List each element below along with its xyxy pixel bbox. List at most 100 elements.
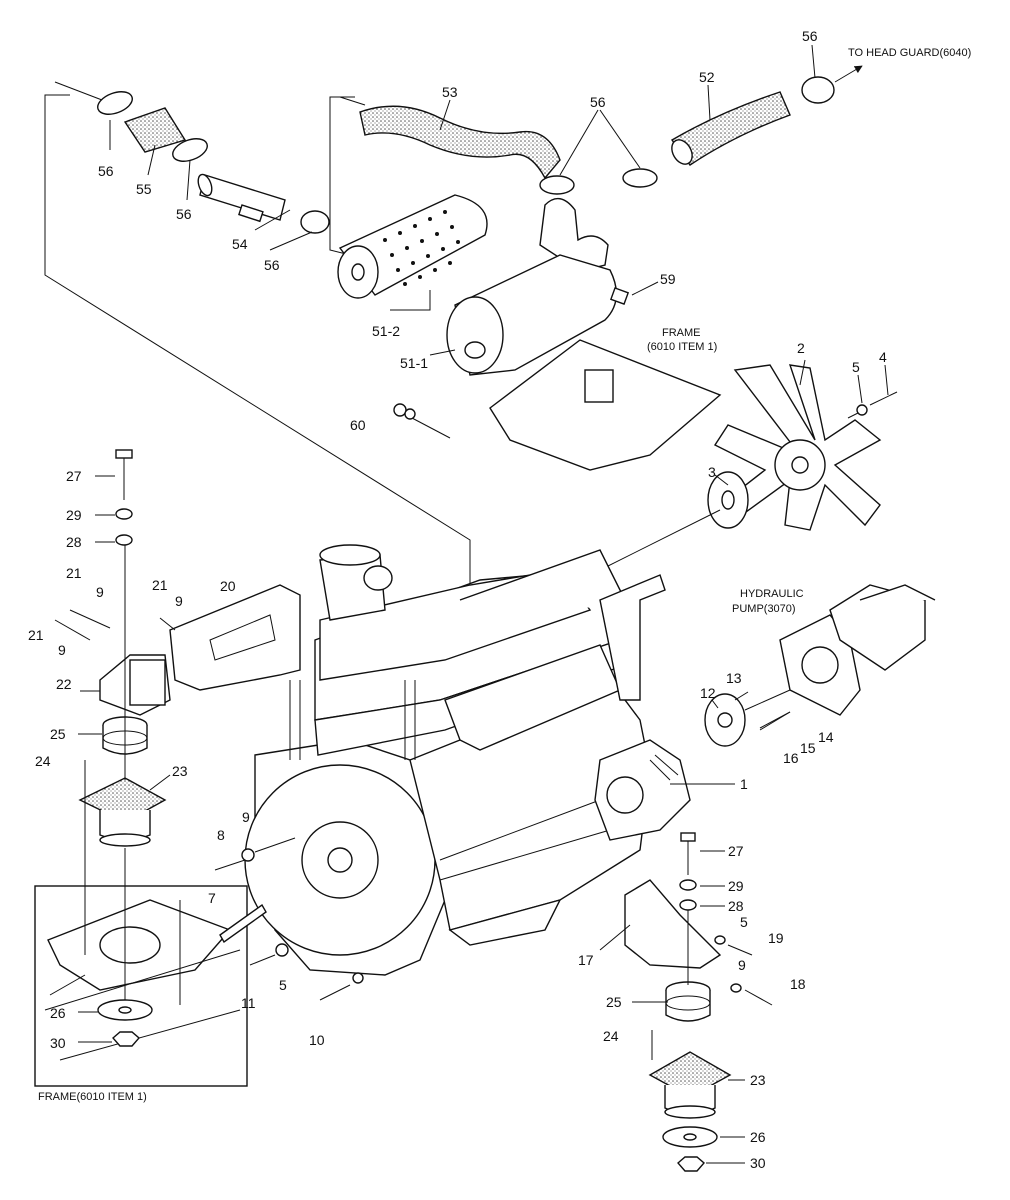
- clamp-56: [622, 168, 658, 188]
- callout-2: 2: [797, 340, 805, 356]
- callout-52: 52: [699, 69, 715, 85]
- callout-26: 26: [50, 1005, 66, 1021]
- callout-5: 5: [740, 914, 748, 930]
- callout-9: 9: [738, 957, 746, 973]
- callout-59: 59: [660, 271, 676, 287]
- frame-top: [489, 339, 722, 471]
- hose-52: [670, 91, 791, 166]
- callout-leaders: [78, 44, 889, 1164]
- callout-9: 9: [242, 809, 250, 825]
- pin-13: [734, 691, 749, 701]
- note-hydraulic-ref: PUMP(3070): [732, 603, 796, 615]
- callout-22: 22: [56, 676, 72, 692]
- callout-27: 27: [66, 468, 82, 484]
- leader-line: [329, 96, 355, 256]
- fan-group: [589, 364, 898, 576]
- frame-inset: [34, 790, 248, 1087]
- callout-30: 30: [50, 1035, 66, 1051]
- callout-5: 5: [279, 977, 287, 993]
- callout-20: 20: [220, 578, 236, 594]
- clamp-56: [801, 76, 835, 104]
- callout-9: 9: [96, 584, 104, 600]
- intake-elbow: [539, 197, 609, 271]
- clamp-56: [172, 138, 208, 162]
- callout-labels: 56 55 56 54 56 53 56 52 56 59 51-2 51-1 …: [28, 28, 887, 1171]
- callout-18: 18: [790, 976, 806, 992]
- callout-25: 25: [606, 994, 622, 1010]
- note-hydraulic: HYDRAULIC: [740, 588, 804, 600]
- callout-1: 1: [740, 776, 748, 792]
- washer-5: [275, 943, 289, 957]
- note-frame-inset: FRAME(6010 ITEM 1): [38, 1091, 147, 1103]
- clamp-56: [539, 175, 575, 195]
- note-frame-top-ref: (6010 ITEM 1): [647, 341, 717, 353]
- bolt-14: [759, 711, 791, 729]
- callout-28: 28: [66, 534, 82, 550]
- callout-51-2: 51-2: [372, 323, 400, 339]
- left-mount-group: [54, 449, 301, 847]
- callout-23: 23: [172, 763, 188, 779]
- pipe-54: [197, 173, 330, 234]
- callout-23: 23: [750, 1072, 766, 1088]
- hose-55: [97, 91, 208, 162]
- callout-56: 56: [264, 257, 280, 273]
- exhaust-cover: [444, 644, 621, 751]
- callout-24: 24: [603, 1028, 619, 1044]
- clamp-56: [97, 91, 133, 115]
- callout-14: 14: [818, 729, 834, 745]
- callout-21: 21: [152, 577, 168, 593]
- frame-bracket: [584, 369, 614, 403]
- callout-17: 17: [578, 952, 594, 968]
- callout-9: 9: [175, 593, 183, 609]
- washer-5: [856, 404, 868, 416]
- leader-line: [589, 509, 721, 576]
- bracket-17: [624, 879, 722, 969]
- callout-51-1: 51-1: [400, 355, 428, 371]
- note-frame-top: FRAME: [662, 327, 701, 339]
- right-mount-group: [624, 832, 773, 1172]
- callout-21: 21: [66, 565, 82, 581]
- callout-24: 24: [35, 753, 51, 769]
- callout-7: 7: [208, 890, 216, 906]
- bolt-4: [869, 391, 898, 406]
- note-head-guard: TO HEAD GUARD(6040): [848, 47, 971, 59]
- washer-9: [241, 848, 255, 862]
- indicator-59: [609, 287, 630, 305]
- front-fasteners: [214, 691, 791, 1001]
- callout-54: 54: [232, 236, 248, 252]
- callout-4: 4: [879, 349, 887, 365]
- callout-56: 56: [176, 206, 192, 222]
- nut-30: [677, 1156, 705, 1172]
- engine-body: [244, 544, 691, 976]
- mount-23: [78, 777, 167, 847]
- callout-12: 12: [700, 685, 716, 701]
- air-intake-group: [44, 65, 863, 620]
- callout-27: 27: [728, 843, 744, 859]
- air-cleaner-51-1: [446, 254, 630, 376]
- pin-7: [219, 903, 267, 944]
- mount-23: [648, 1051, 732, 1119]
- callout-8: 8: [217, 827, 225, 843]
- callout-25: 25: [50, 726, 66, 742]
- callout-16: 16: [783, 750, 799, 766]
- bolt-11: [249, 954, 276, 966]
- filter-element-51-2: [337, 194, 488, 299]
- callout-60: 60: [350, 417, 366, 433]
- nut-30: [112, 1031, 140, 1047]
- head-guard-arrow: [834, 65, 863, 83]
- alternator-1: [594, 739, 691, 841]
- callout-9: 9: [58, 642, 66, 658]
- engine-bracket: [599, 574, 666, 701]
- clamp-56: [300, 210, 330, 234]
- callout-26: 26: [750, 1129, 766, 1145]
- callout-29: 29: [728, 878, 744, 894]
- leader-frame-line: [44, 94, 471, 620]
- callout-3: 3: [708, 464, 716, 480]
- callout-56: 56: [98, 163, 114, 179]
- callout-56: 56: [590, 94, 606, 110]
- callout-11: 11: [241, 995, 256, 1011]
- callout-28: 28: [728, 898, 744, 914]
- bolt-10: [319, 984, 351, 1001]
- hydraulic-pump: [704, 584, 936, 747]
